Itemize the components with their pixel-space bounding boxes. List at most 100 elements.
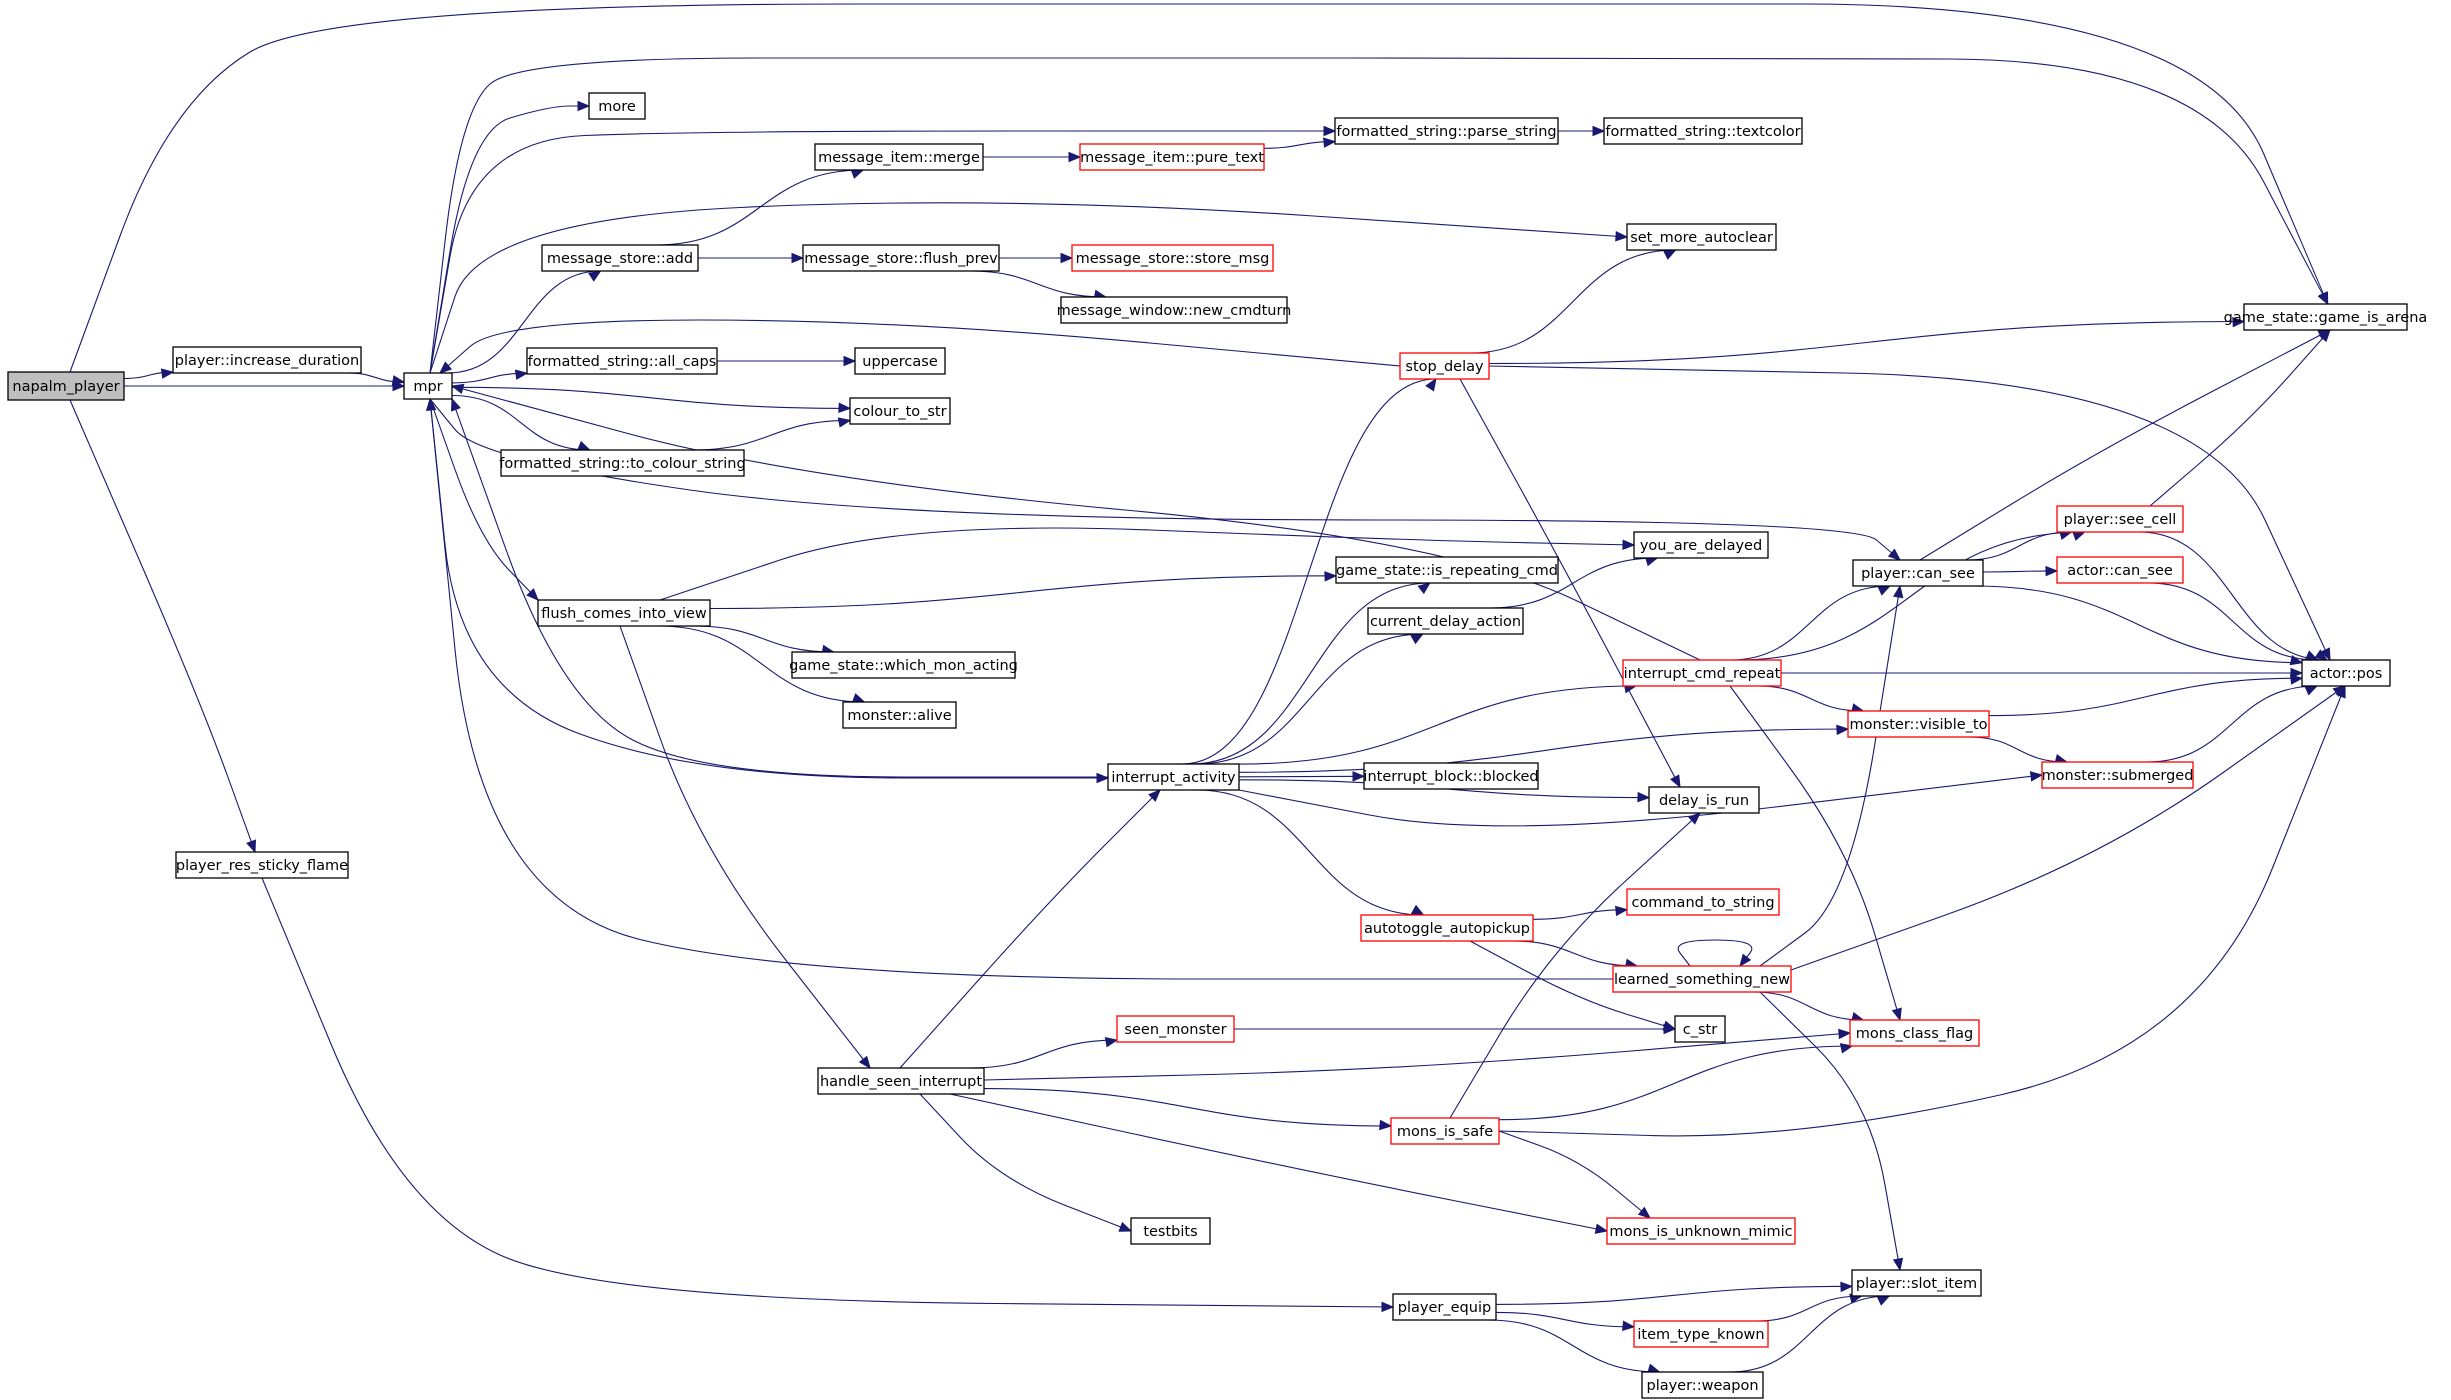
node-box[interactable] (1633, 1320, 1769, 1348)
node-box[interactable] (1648, 786, 1760, 814)
node-box[interactable] (1360, 914, 1534, 942)
node-testbits[interactable]: testbits (1130, 1217, 1211, 1245)
node-flush-comes-into-view[interactable]: flush_comes_into_view (537, 599, 711, 627)
node-monster-alive[interactable]: monster::alive (842, 701, 957, 729)
node-box[interactable] (1674, 1015, 1726, 1043)
node-uppercase[interactable]: uppercase (854, 347, 946, 375)
node-which-mon-acting[interactable]: game_state::which_mon_acting (789, 651, 1018, 679)
node-monster-visible-to[interactable]: monster::visible_to (1847, 710, 1990, 738)
node-box[interactable] (1641, 1371, 1764, 1399)
node-increase-duration[interactable]: player::increase_duration (172, 346, 362, 374)
node-textcolor[interactable]: formatted_string::textcolor (1603, 117, 1803, 145)
node-interrupt-block-blocked[interactable]: interrupt_block::blocked (1363, 762, 1539, 790)
node-seen-monster[interactable]: seen_monster (1116, 1015, 1235, 1043)
node-box[interactable] (526, 347, 718, 375)
node-autotoggle-autopickup[interactable]: autotoggle_autopickup (1360, 914, 1534, 942)
node-flush-prev[interactable]: message_store::flush_prev (802, 244, 1000, 272)
node-to-colour-string[interactable]: formatted_string::to_colour_string (499, 449, 746, 477)
node-box[interactable] (1335, 556, 1559, 584)
node-command-to-string[interactable]: command_to_string (1626, 888, 1780, 916)
node-actor-pos[interactable]: actor::pos (2301, 659, 2391, 687)
node-box[interactable] (500, 449, 745, 477)
node-box[interactable] (403, 372, 453, 400)
node-box[interactable] (1399, 352, 1490, 380)
node-box[interactable] (1626, 223, 1777, 251)
node-c-str[interactable]: c_str (1674, 1015, 1726, 1043)
node-item-type-known[interactable]: item_type_known (1633, 1320, 1769, 1348)
node-box[interactable] (1107, 763, 1240, 791)
node-box[interactable] (2041, 761, 2194, 789)
node-box[interactable] (175, 851, 349, 879)
node-mons-class-flag[interactable]: mons_class_flag (1849, 1019, 1980, 1047)
node-new-cmdturn[interactable]: message_window::new_cmdturn (1057, 296, 1292, 324)
node-box[interactable] (172, 346, 362, 374)
node-mons-is-unknown-mimic[interactable]: mons_is_unknown_mimic (1606, 1217, 1796, 1245)
node-box[interactable] (1367, 607, 1524, 635)
node-player-weapon[interactable]: player::weapon (1641, 1371, 1764, 1399)
node-store-add[interactable]: message_store::add (541, 244, 699, 272)
node-box[interactable] (541, 244, 699, 272)
node-colour-to-str[interactable]: colour_to_str (849, 397, 951, 425)
node-box[interactable] (1626, 888, 1780, 916)
node-box[interactable] (791, 651, 1016, 679)
node-box[interactable] (1392, 1293, 1497, 1321)
node-box[interactable] (1334, 117, 1559, 145)
node-mpr[interactable]: mpr (403, 372, 453, 400)
node-game-is-arena[interactable]: game_state::game_is_arena (2224, 303, 2428, 331)
node-box[interactable] (1851, 1269, 1982, 1297)
node-box[interactable] (1130, 1217, 1211, 1245)
node-actor-can-see[interactable]: actor::can_see (2056, 556, 2184, 584)
node-box[interactable] (537, 599, 711, 627)
node-all-caps[interactable]: formatted_string::all_caps (526, 347, 718, 375)
node-box[interactable] (849, 397, 951, 425)
node-merge[interactable]: message_item::merge (814, 143, 984, 171)
node-box[interactable] (7, 371, 125, 401)
node-box[interactable] (817, 1067, 985, 1095)
node-set-more-autoclear[interactable]: set_more_autoclear (1626, 223, 1777, 251)
node-player-equip[interactable]: player_equip (1392, 1293, 1497, 1321)
node-box[interactable] (1633, 531, 1769, 559)
node-stop-delay[interactable]: stop_delay (1399, 352, 1490, 380)
node-box[interactable] (854, 347, 946, 375)
node-box[interactable] (1390, 1117, 1500, 1145)
node-store-msg[interactable]: message_store::store_msg (1071, 244, 1274, 272)
node-player-slot-item[interactable]: player::slot_item (1851, 1269, 1982, 1297)
node-box[interactable] (1852, 559, 1984, 587)
node-box[interactable] (1849, 1019, 1980, 1047)
node-delay-is-run[interactable]: delay_is_run (1648, 786, 1760, 814)
node-learned-something-new[interactable]: learned_something_new (1612, 965, 1792, 993)
node-box[interactable] (588, 92, 646, 120)
node-box[interactable] (1060, 296, 1288, 324)
node-box[interactable] (1603, 117, 1803, 145)
node-box[interactable] (1612, 965, 1792, 993)
node-box[interactable] (1363, 762, 1539, 790)
node-interrupt-cmd-repeat[interactable]: interrupt_cmd_repeat (1622, 659, 1782, 687)
node-box[interactable] (1116, 1015, 1235, 1043)
node-player-res-sticky-flame[interactable]: player_res_sticky_flame (175, 851, 349, 879)
node-box[interactable] (802, 244, 1000, 272)
node-mons-is-safe[interactable]: mons_is_safe (1390, 1117, 1500, 1145)
node-box[interactable] (1071, 244, 1274, 272)
node-napalm-player[interactable]: napalm_player (7, 371, 125, 401)
node-box[interactable] (2056, 556, 2184, 584)
node-pure-text[interactable]: message_item::pure_text (1079, 143, 1265, 171)
node-parse-string[interactable]: formatted_string::parse_string (1334, 117, 1559, 145)
node-box[interactable] (1606, 1217, 1796, 1245)
node-more[interactable]: more (588, 92, 646, 120)
node-you-are-delayed[interactable]: you_are_delayed (1633, 531, 1769, 559)
node-interrupt-activity[interactable]: interrupt_activity (1107, 763, 1240, 791)
node-box[interactable] (2243, 303, 2408, 331)
node-monster-submerged[interactable]: monster::submerged (2041, 761, 2194, 789)
node-current-delay-action[interactable]: current_delay_action (1367, 607, 1524, 635)
node-box[interactable] (1622, 659, 1782, 687)
node-box[interactable] (1847, 710, 1990, 738)
node-handle-seen-interrupt[interactable]: handle_seen_interrupt (817, 1067, 985, 1095)
node-player-can-see[interactable]: player::can_see (1852, 559, 1984, 587)
node-box[interactable] (842, 701, 957, 729)
node-is-repeating-cmd[interactable]: game_state::is_repeating_cmd (1335, 556, 1559, 584)
node-player-see-cell[interactable]: player::see_cell (2056, 505, 2184, 533)
node-box[interactable] (2056, 505, 2184, 533)
node-box[interactable] (2301, 659, 2391, 687)
node-box[interactable] (1079, 143, 1265, 171)
node-box[interactable] (814, 143, 984, 171)
